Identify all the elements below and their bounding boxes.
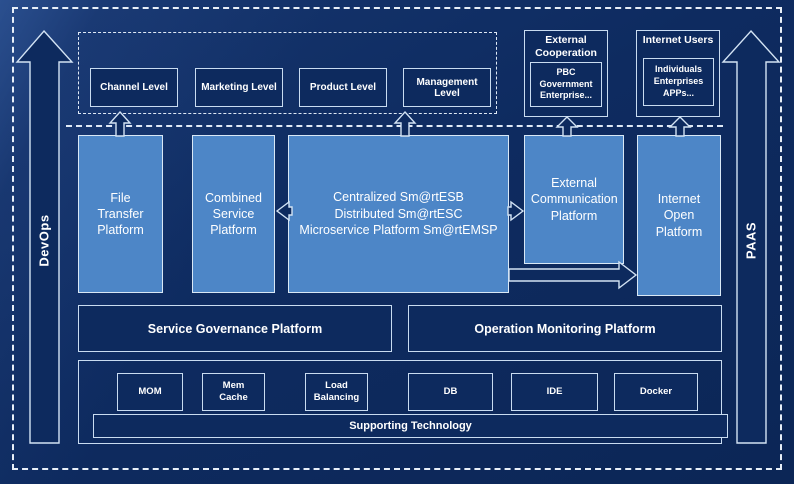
internet-users-member-line: Individuals bbox=[654, 64, 702, 75]
esb-line: Centralized Sm@rtESB bbox=[333, 190, 464, 205]
external-cooperation-member-line: PBC Government bbox=[539, 66, 593, 89]
external-cooperation-title: External Cooperation bbox=[535, 34, 597, 60]
tech-db-label: DB bbox=[443, 386, 458, 398]
tech-load-balancing-label: Load Balancing bbox=[313, 380, 360, 403]
level-channel-label: Channel Level bbox=[100, 82, 168, 93]
file-transfer-platform: File Transfer Platform bbox=[78, 135, 163, 293]
external-cooperation-members: PBC Government Enterprise... bbox=[530, 62, 602, 107]
internet-users-title: Internet Users bbox=[642, 34, 714, 46]
operation-monitoring-platform: Operation Monitoring Platform bbox=[408, 305, 722, 352]
paas-rail-label: PAAS bbox=[743, 221, 759, 260]
esb-line: Microservice Platform Sm@rtEMSP bbox=[299, 223, 498, 238]
service-governance-platform: Service Governance Platform bbox=[78, 305, 392, 352]
internet-open-platform-label: Internet Open Platform bbox=[655, 192, 703, 239]
horizontal-dashed-line bbox=[66, 125, 723, 127]
devops-rail-label: DevOps bbox=[36, 214, 52, 267]
external-cooperation-member-line: Enterprise... bbox=[539, 90, 593, 101]
tech-ide-label: IDE bbox=[546, 386, 563, 398]
tech-load-balancing: Load Balancing bbox=[305, 373, 368, 411]
external-communication-platform-label: External Communication Platform bbox=[530, 176, 618, 223]
supporting-technology-bar: Supporting Technology bbox=[93, 414, 728, 438]
tech-mom-label: MOM bbox=[138, 386, 162, 398]
outer-dashed-border bbox=[12, 7, 782, 470]
combined-service-platform-label: Combined Service Platform bbox=[205, 190, 262, 238]
internet-open-platform: Internet Open Platform bbox=[637, 135, 721, 296]
file-transfer-platform-label: File Transfer Platform bbox=[97, 190, 144, 238]
tech-ide: IDE bbox=[511, 373, 598, 411]
level-channel: Channel Level bbox=[90, 68, 178, 107]
level-product-label: Product Level bbox=[309, 82, 377, 93]
supporting-technology-label: Supporting Technology bbox=[349, 420, 472, 432]
level-management-label: Management Level bbox=[416, 76, 478, 99]
tech-docker: Docker bbox=[614, 373, 698, 411]
tech-mem-cache: Mem Cache bbox=[202, 373, 265, 411]
internet-users-members: Individuals Enterprises APPs... bbox=[643, 58, 714, 106]
esb-line: Distributed Sm@rtESC bbox=[334, 206, 463, 221]
level-marketing-label: Marketing Level bbox=[201, 82, 277, 93]
tech-mom: MOM bbox=[117, 373, 183, 411]
combined-service-platform: Combined Service Platform bbox=[192, 135, 275, 293]
tech-mem-cache-label: Mem Cache bbox=[219, 380, 248, 403]
tech-docker-label: Docker bbox=[639, 386, 673, 398]
level-management: Management Level bbox=[403, 68, 491, 107]
esb-platform: Centralized Sm@rtESB Distributed Sm@rtES… bbox=[288, 135, 509, 293]
levels-dashed-container bbox=[78, 32, 497, 114]
internet-users-member-line: APPs... bbox=[662, 87, 694, 98]
operation-monitoring-platform-label: Operation Monitoring Platform bbox=[474, 321, 656, 336]
internet-users-member-line: Enterprises bbox=[653, 76, 704, 87]
level-product: Product Level bbox=[299, 68, 387, 107]
tech-db: DB bbox=[408, 373, 493, 411]
service-governance-platform-label: Service Governance Platform bbox=[147, 321, 323, 336]
level-marketing: Marketing Level bbox=[195, 68, 283, 107]
external-communication-platform: External Communication Platform bbox=[524, 135, 624, 264]
